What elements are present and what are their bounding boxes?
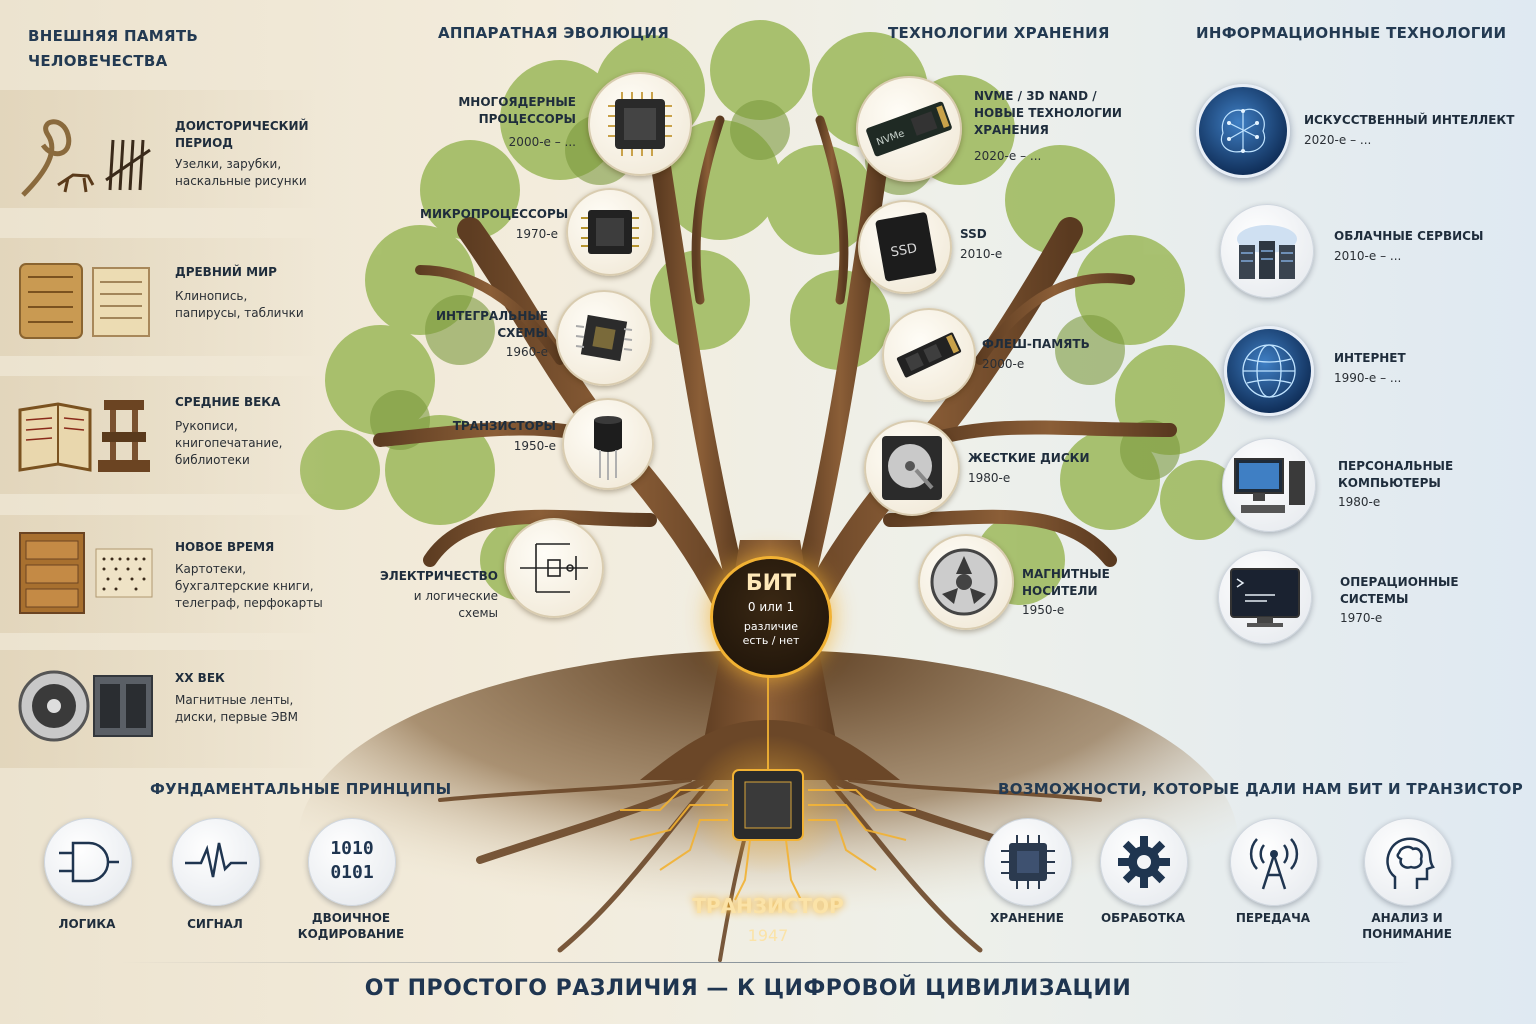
hardware-year-integrated-circuits: 1960-е: [505, 345, 548, 359]
hardware-year-microprocessors: 1970-е: [515, 227, 558, 241]
ssd-icon: SSD: [858, 200, 952, 294]
capability-label-processing: ОБРАБОТКА: [1100, 911, 1186, 925]
gear-icon: [1100, 818, 1188, 906]
storage-year-flash: 2000-е: [982, 357, 1025, 371]
storage-year-hard-disks: 1980-е: [968, 471, 1011, 485]
hardware-title-electricity: ЭЛЕКТРИЧЕСТВО: [379, 569, 498, 583]
hardware-year-multicore: 2000-е – ...: [508, 135, 576, 149]
signal-wave-icon: [172, 818, 260, 906]
history-row: XX ВЕК Магнитные ленты, диски, первые ЭВ…: [0, 650, 330, 768]
it-title-internet: ИНТЕРНЕТ: [1334, 351, 1406, 365]
history-title-20th-century: XX ВЕК: [175, 671, 225, 685]
globe-network-icon: [1224, 326, 1314, 416]
header-external-memory: ВНЕШНЯЯ ПАМЯТЬ ЧЕЛОВЕЧЕСТВА: [28, 27, 199, 70]
capability-label-analysis: АНАЛИЗ И ПОНИМАНИЕ: [1362, 911, 1452, 941]
microprocessor-icon: [566, 188, 654, 276]
hardware-title-transistors: ТРАНЗИСТОРЫ: [452, 419, 556, 433]
storage-year-magnetic: 1950-е: [1022, 603, 1065, 617]
it-title-pc: ПЕРСОНАЛЬНЫЕ КОМПЬЮТЕРЫ: [1338, 459, 1454, 490]
bit-circle: БИТ 0 или 1 различие есть / нет: [710, 556, 832, 678]
history-desc-prehistoric: Узелки, зарубки, наскальные рисунки: [175, 157, 307, 188]
transistor-icon: [562, 398, 654, 490]
clay-tablet-icon: [18, 262, 158, 342]
antenna-icon: [1230, 818, 1318, 906]
storage-title-nvme: NVMe / 3D NAND / НОВЫЕ ТЕХНОЛОГИИ ХРАНЕН…: [974, 89, 1122, 137]
flash-memory-icon: [882, 308, 976, 402]
tape-reel-icon: [18, 668, 158, 748]
history-desc-middle-ages: Рукописи, книгопечатание, библиотеки: [175, 419, 283, 467]
it-year-cloud: 2010-е – ...: [1334, 249, 1402, 263]
capability-label-transmission: ПЕРЕДАЧА: [1235, 911, 1311, 925]
book-press-icon: [18, 390, 158, 480]
hardware-year-transistors: 1950-е: [513, 439, 556, 453]
ssd-chip-label: SSD: [890, 241, 919, 260]
knot-tally-icon: [18, 110, 158, 200]
integrated-circuit-icon: [556, 290, 652, 386]
binary-code-icon: 1010 0101: [308, 818, 396, 906]
it-year-os: 1970-е: [1340, 611, 1383, 625]
bit-values: 0 или 1: [747, 600, 795, 614]
storage-title-ssd: SSD: [960, 227, 987, 241]
ai-brain-icon: [1196, 84, 1290, 178]
storage-title-hard-disks: ЖЕСТКИЕ ДИСКИ: [968, 451, 1090, 465]
storage-title-flash: ФЛЕШ-ПАМЯТЬ: [982, 337, 1090, 351]
principle-label-logic: ЛОГИКА: [58, 917, 116, 931]
it-title-os: ОПЕРАЦИОННЫЕ СИСТЕМЫ: [1340, 575, 1459, 606]
history-row: СРЕДНИЕ ВЕКА Рукописи, книгопечатание, б…: [0, 376, 330, 494]
storage-title-magnetic: МАГНИТНЫЕ НОСИТЕЛИ: [1022, 567, 1110, 598]
history-title-modern-era: НОВОЕ ВРЕМЯ: [175, 540, 275, 554]
it-year-internet: 1990-е – ...: [1334, 371, 1402, 385]
capability-label-storage: ХРАНЕНИЕ: [990, 911, 1064, 925]
history-desc-ancient: Клинопись, папирусы, таблички: [175, 289, 304, 320]
header-hardware-evolution: АППАРАТНАЯ ЭВОЛЮЦИЯ: [438, 24, 670, 42]
hardware-year-electricity: и логические схемы: [413, 589, 498, 620]
transistor-root-title: ТРАНЗИСТОР: [692, 894, 844, 918]
bit-title: БИТ: [745, 571, 797, 596]
multicore-cpu-icon: [588, 72, 692, 176]
transistor-root-year: 1947: [747, 926, 789, 945]
hardware-title-integrated-circuits: ИНТЕГРАЛЬНЫЕ СХЕМЫ: [436, 309, 548, 340]
principle-label-signal: СИГНАЛ: [187, 917, 243, 931]
history-title-prehistoric: ДОИСТОРИЧЕСКИЙ ПЕРИОД: [175, 119, 309, 150]
binary-code-text: 1010 0101: [330, 838, 374, 883]
hardware-title-multicore: МНОГОЯДЕРНЫЕ ПРОЦЕССОРЫ: [458, 95, 576, 126]
capabilities-title: ВОЗМОЖНОСТИ, КОТОРЫЕ ДАЛИ НАМ БИТ И ТРАН…: [998, 780, 1524, 798]
hard-disk-icon: [864, 420, 960, 516]
os-terminal-icon: [1218, 550, 1312, 644]
magnetic-reel-icon: [918, 534, 1014, 630]
history-row: ДОИСТОРИЧЕСКИЙ ПЕРИОД Узелки, зарубки, н…: [0, 90, 330, 208]
bit-description: различие есть / нет: [742, 620, 800, 647]
header-information-technologies: ИНФОРМАЦИОННЫЕ ТЕХНОЛОГИИ: [1196, 24, 1507, 42]
chip-icon: [984, 818, 1072, 906]
it-year-pc: 1980-е: [1338, 495, 1381, 509]
it-year-ai: 2020-е – ...: [1304, 133, 1372, 147]
card-cabinet-icon: [18, 529, 158, 619]
it-title-ai: ИСКУССТВЕННЫЙ ИНТЕЛЛЕКТ: [1304, 113, 1515, 127]
storage-year-ssd: 2010-е: [960, 247, 1003, 261]
head-brain-icon: [1364, 818, 1452, 906]
hardware-title-microprocessors: МИКРОПРОЦЕССОРЫ: [420, 207, 569, 221]
cloud-servers-icon: [1220, 204, 1314, 298]
history-desc-modern-era: Картотеки, бухгалтерские книги, телеграф…: [175, 562, 323, 610]
history-row: НОВОЕ ВРЕМЯ Картотеки, бухгалтерские кни…: [0, 515, 330, 633]
logic-gate-icon: [44, 818, 132, 906]
storage-year-nvme: 2020-е – ...: [974, 149, 1042, 163]
it-title-cloud: ОБЛАЧНЫЕ СЕРВИСЫ: [1334, 229, 1484, 243]
principle-label-binary: ДВОИЧНОЕ КОДИРОВАНИЕ: [297, 911, 405, 941]
personal-computer-icon: [1222, 438, 1316, 532]
footer-tagline: ОТ ПРОСТОГО РАЗЛИЧИЯ — К ЦИФРОВОЙ ЦИВИЛИ…: [364, 976, 1132, 1001]
circuit-diagram-icon: [504, 518, 604, 618]
header-storage-technologies: ТЕХНОЛОГИИ ХРАНЕНИЯ: [888, 24, 1110, 42]
history-desc-20th-century: Магнитные ленты, диски, первые ЭВМ: [175, 693, 298, 724]
principles-title: ФУНДАМЕНТАЛЬНЫЕ ПРИНЦИПЫ: [150, 780, 452, 798]
footer-divider: [120, 962, 1416, 963]
history-row: ДРЕВНИЙ МИР Клинопись, папирусы, табличк…: [0, 238, 330, 356]
history-title-middle-ages: СРЕДНИЕ ВЕКА: [175, 395, 281, 409]
nvme-drive-icon: NVMe: [856, 76, 962, 182]
history-title-ancient: ДРЕВНИЙ МИР: [175, 265, 277, 279]
